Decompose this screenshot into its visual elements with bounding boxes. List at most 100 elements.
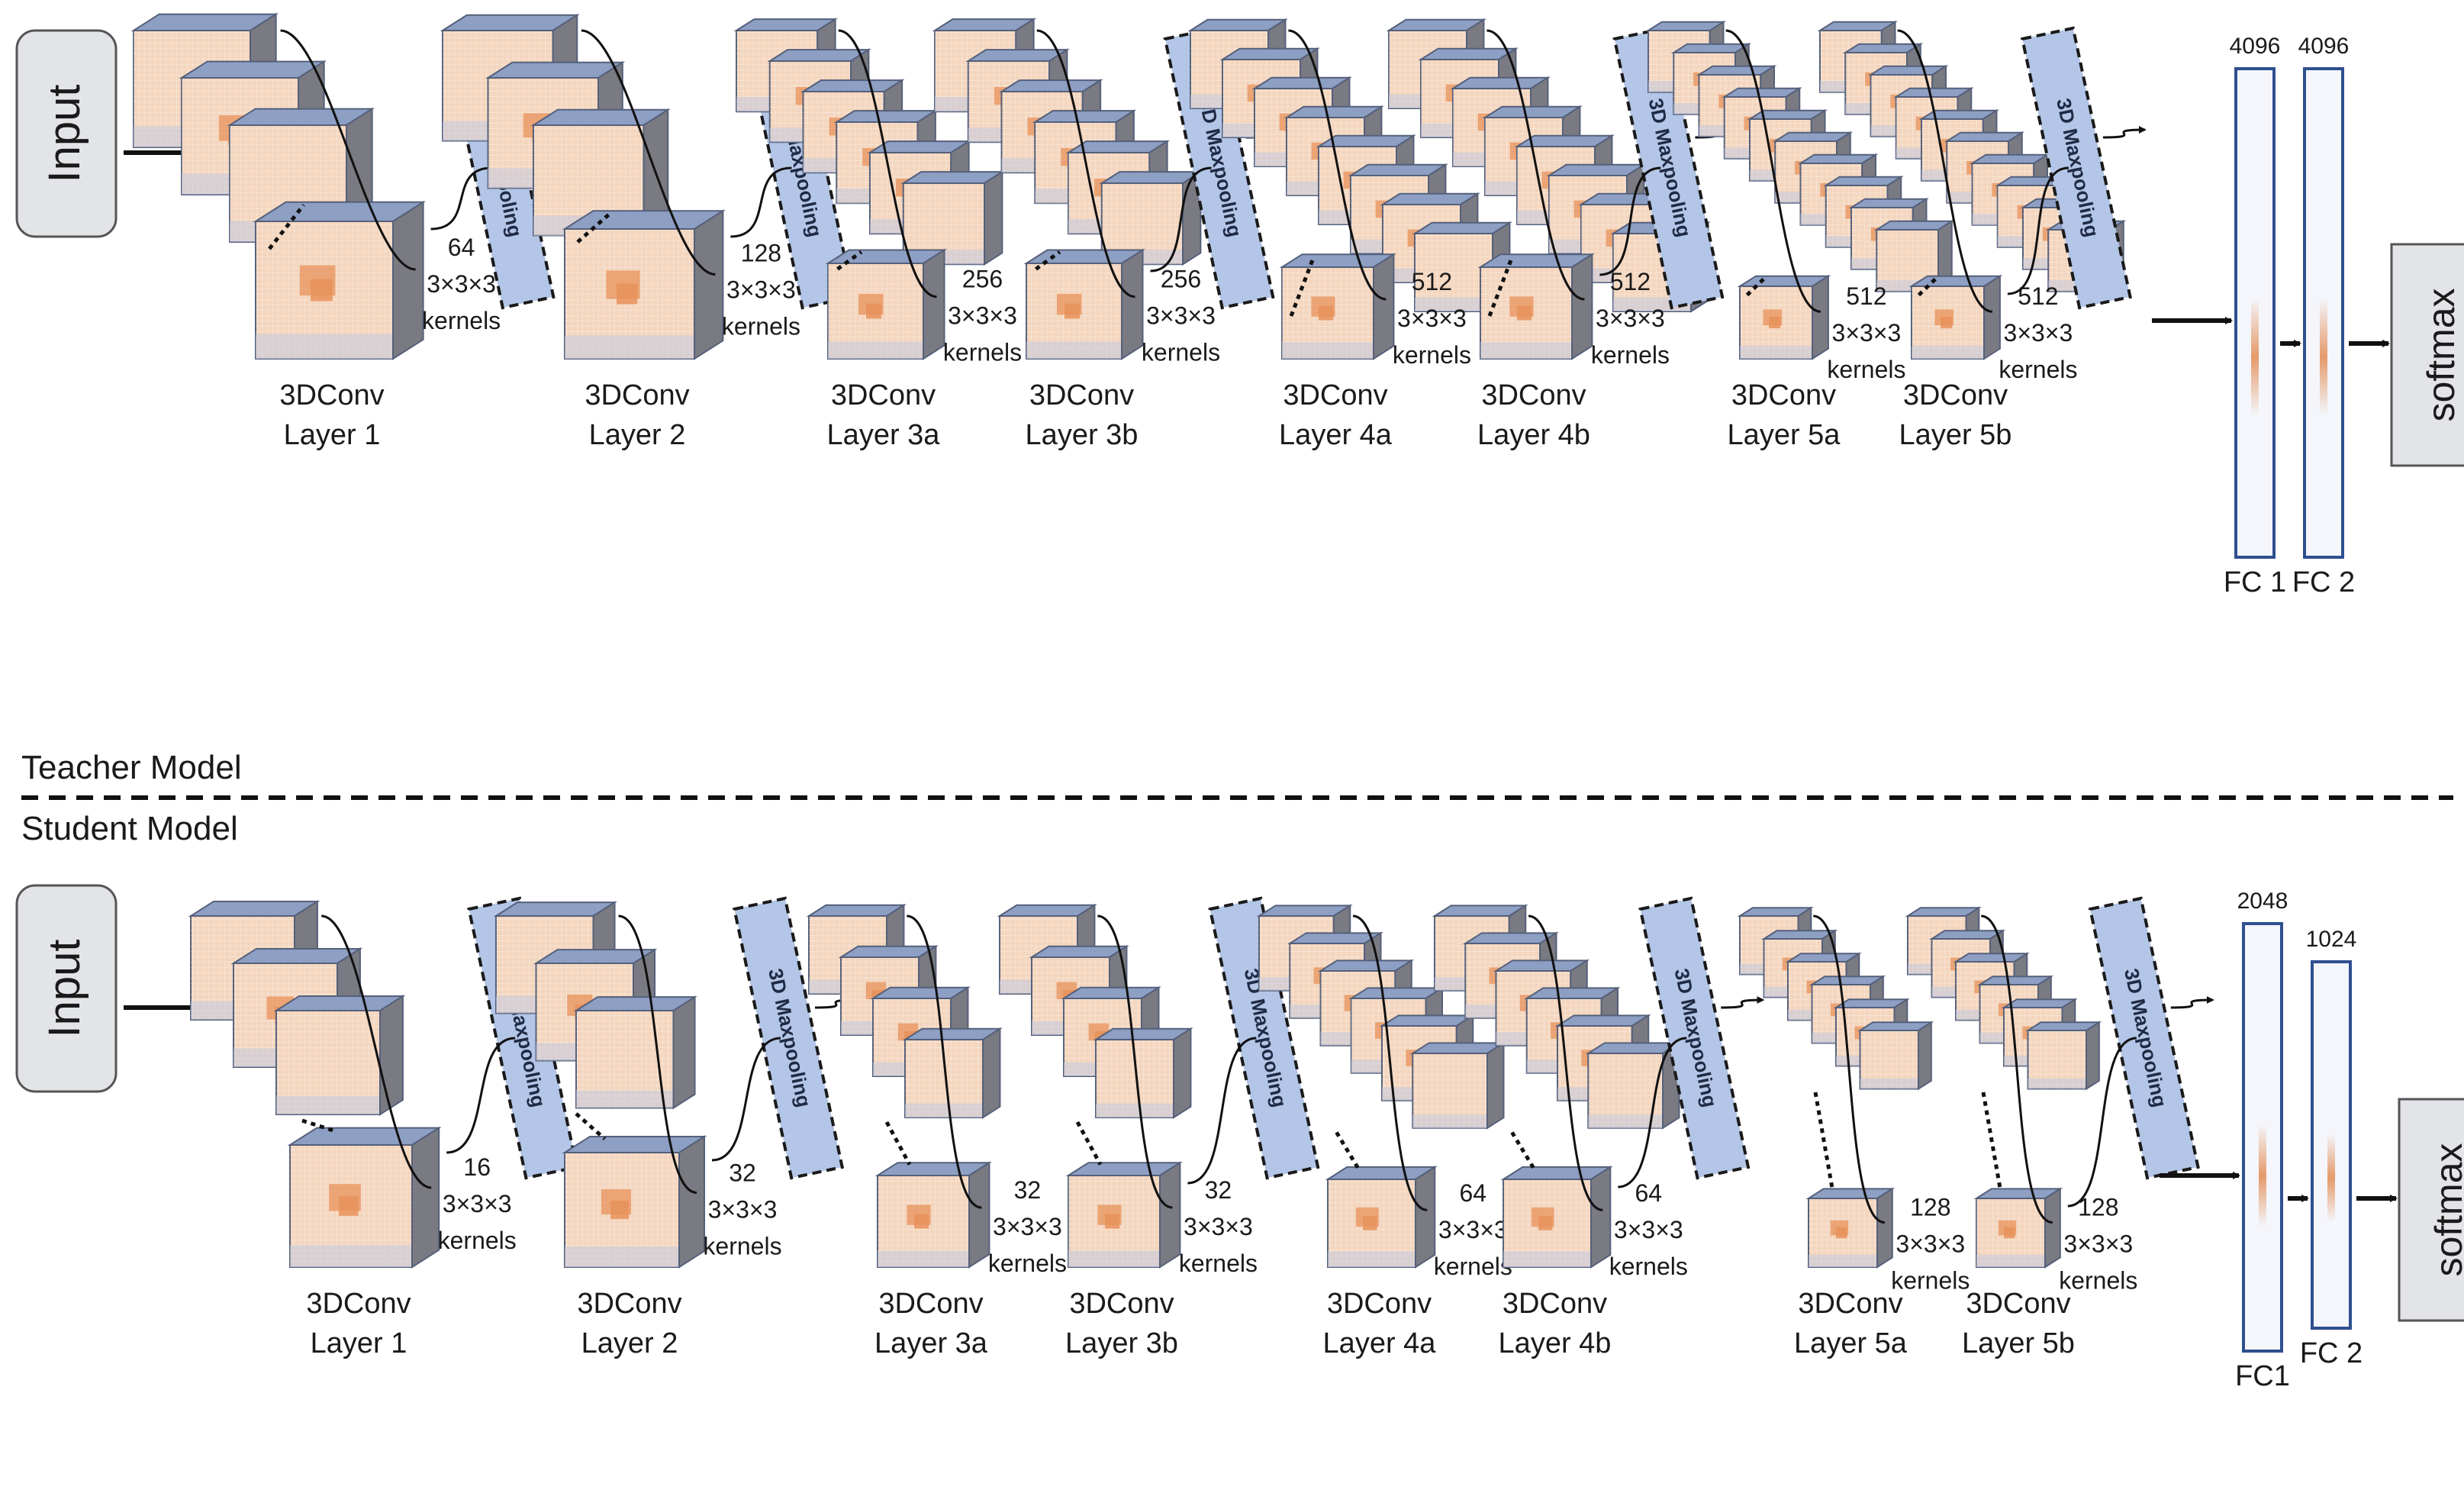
feature-map-cube xyxy=(1093,1027,1193,1119)
kernel-word: kernels xyxy=(422,307,501,334)
layer-name-line1: 3DConv xyxy=(1069,1288,1174,1320)
layer-name-line1: 3DConv xyxy=(306,1288,411,1320)
feature-map-cube xyxy=(573,995,697,1110)
softmax-label: softmax xyxy=(2420,288,2462,421)
layer-name-line1: 3DConv xyxy=(1481,379,1586,411)
connection-wire xyxy=(1528,914,1603,1211)
maxpooling-block: 3D Maxpooling xyxy=(732,896,845,1180)
kernel-count: 256 xyxy=(1161,265,1201,292)
kernel-size: 3×3×3 xyxy=(708,1196,778,1224)
layer-name-line1: 3DConv xyxy=(1798,1288,1902,1320)
layer-name-line2: Layer 3a xyxy=(874,1327,988,1359)
feature-map-cube xyxy=(1325,1166,1438,1269)
kernel-count: 32 xyxy=(1205,1176,1232,1204)
kernel-count: 32 xyxy=(1014,1176,1042,1204)
connection-wire xyxy=(430,166,492,231)
layer-name-line2: Layer 4a xyxy=(1279,419,1393,451)
connection-wire xyxy=(1599,166,1661,276)
input-label: Input xyxy=(40,940,89,1038)
connection-wire xyxy=(2170,996,2214,1009)
kernel-word: kernels xyxy=(1434,1253,1512,1280)
connection-wire xyxy=(1618,1037,1687,1188)
feature-map-cube xyxy=(1023,248,1145,360)
feature-map-cube xyxy=(2025,1021,2102,1091)
kernel-count: 64 xyxy=(1460,1179,1487,1207)
maxpooling-block: 3D Maxpooling xyxy=(1638,896,1751,1180)
connection-wire xyxy=(1486,29,1585,301)
layer-name-line2: Layer 4a xyxy=(1323,1327,1437,1359)
connection-wire xyxy=(581,29,716,276)
kernel-word: kernels xyxy=(1179,1250,1258,1277)
ellipsis-dots xyxy=(1335,1131,1361,1170)
layer-name-line2: Layer 5a xyxy=(1728,419,1841,451)
fc-label: FC 2 xyxy=(2300,1337,2363,1369)
ellipsis-dots xyxy=(884,1121,912,1166)
feature-map-cube xyxy=(1477,253,1595,360)
kernel-count: 512 xyxy=(1846,282,1886,310)
kernel-count: 512 xyxy=(1610,268,1651,295)
kernel-word: kernels xyxy=(438,1227,517,1254)
kernel-word: kernels xyxy=(1393,341,1471,369)
layer-name-line1: 3DConv xyxy=(878,1288,983,1320)
kernel-count: 64 xyxy=(1635,1179,1663,1207)
fc-units: 4096 xyxy=(2230,34,2281,59)
connection-wire xyxy=(1097,914,1173,1209)
feature-map-cube xyxy=(1973,1187,2063,1269)
kernel-count: 16 xyxy=(463,1153,491,1181)
connection-wire xyxy=(1897,29,1993,313)
fc-units: 4096 xyxy=(2298,34,2350,59)
layer-name-line2: Layer 4b xyxy=(1499,1327,1612,1359)
softmax-block: softmax xyxy=(2398,1098,2464,1322)
layer-name-line1: 3DConv xyxy=(1731,379,1836,411)
ellipsis-dots xyxy=(1289,255,1316,317)
feature-map-cube xyxy=(902,1027,1003,1119)
connection-wire xyxy=(907,914,982,1209)
layer-name-line2: Layer 5b xyxy=(1962,1327,2075,1359)
layer-name-line2: Layer 2 xyxy=(581,1327,678,1359)
layer-name-line2: Layer 3b xyxy=(1026,419,1139,451)
connection-wire xyxy=(2067,1037,2137,1208)
layer-name-line2: Layer 1 xyxy=(311,1327,407,1359)
connection-wire xyxy=(1187,1037,1257,1185)
input-block: Input xyxy=(15,884,118,1093)
kernel-size: 3×3×3 xyxy=(1184,1213,1253,1240)
connection-wire xyxy=(1981,914,2053,1224)
fc-layer-2: 1024 FC 2 xyxy=(2300,927,2363,1369)
connection-wire xyxy=(2102,126,2147,139)
fc-label: FC 2 xyxy=(2292,566,2355,598)
layer-name-line1: 3DConv xyxy=(1029,379,1134,411)
softmax-block: softmax xyxy=(2390,243,2464,467)
kernel-size: 3×3×3 xyxy=(1146,302,1216,329)
layer-name-line2: Layer 3a xyxy=(827,419,941,451)
maxpooling-block: 3D Maxpooling xyxy=(2088,896,2200,1180)
feature-map-cube xyxy=(1065,1161,1183,1269)
kernel-count: 128 xyxy=(2078,1194,2118,1221)
layer-name-line1: 3DConv xyxy=(1503,1288,1607,1320)
kernel-size: 3×3×3 xyxy=(427,270,496,298)
ellipsis-dots xyxy=(1981,1092,2002,1191)
fc-label: FC1 xyxy=(2235,1360,2290,1392)
connection-wire xyxy=(280,29,416,271)
kernel-word: kernels xyxy=(2059,1267,2137,1295)
kernel-count: 128 xyxy=(741,240,781,267)
feature-map-cube xyxy=(1908,274,2003,360)
layer-name-line2: Layer 3b xyxy=(1065,1327,1178,1359)
kernel-word: kernels xyxy=(1999,356,2077,383)
kernel-word: kernels xyxy=(722,313,800,340)
connection-wire xyxy=(730,166,792,238)
kernel-size: 3×3×3 xyxy=(1596,305,1665,332)
feature-map-cube xyxy=(1805,1187,1896,1269)
kernel-word: kernels xyxy=(1891,1267,1970,1295)
layer-name-line1: 3DConv xyxy=(1903,379,2008,411)
fc-units: 1024 xyxy=(2306,927,2357,952)
layer-name-line2: Layer 5a xyxy=(1794,1327,1908,1359)
connection-wire xyxy=(1150,166,1212,273)
kernel-size: 3×3×3 xyxy=(443,1190,512,1217)
